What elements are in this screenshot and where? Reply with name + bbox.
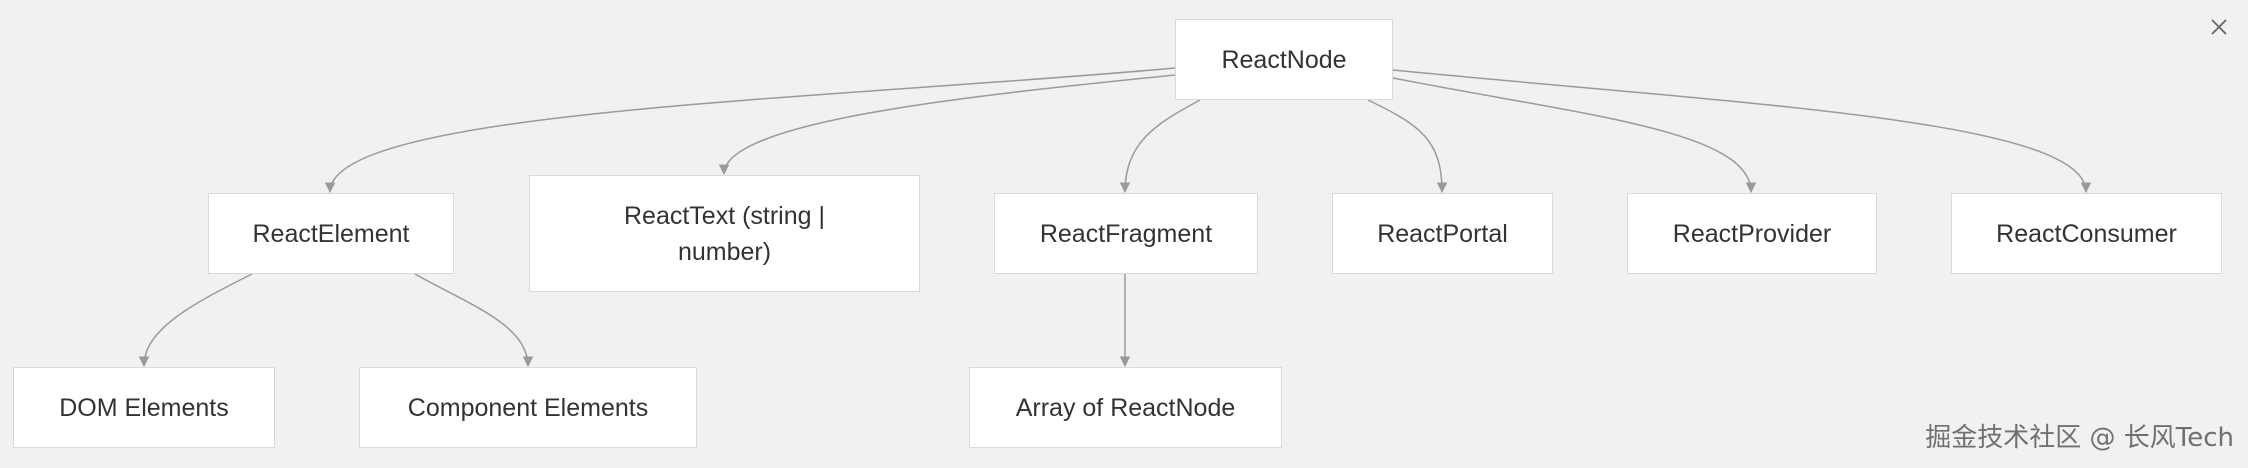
node-reactfragment-label: ReactFragment — [1039, 219, 1213, 248]
node-arrayofreactnode: Array of ReactNode — [969, 367, 1282, 448]
node-componentelements: Component Elements — [359, 367, 697, 448]
edge-reactnode-reactconsumer — [1392, 69, 2092, 194]
node-reactelement-label: ReactElement — [252, 219, 410, 248]
node-reactelement: ReactElement — [208, 193, 454, 274]
node-reacttext: ReactText (string | number) — [529, 175, 920, 292]
node-reactnode-label: ReactNode — [1221, 45, 1347, 74]
node-reacttext-label: ReactText (string | number) — [623, 201, 825, 266]
node-reactprovider: ReactProvider — [1627, 193, 1877, 274]
edge-reactelement-domelements — [138, 273, 253, 368]
edge-reactnode-reactportal — [1367, 99, 1448, 194]
edge-reactnode-reacttext — [718, 74, 1176, 176]
edge-reactnode-reactfragment — [1119, 99, 1201, 194]
node-arrayofreactnode-label: Array of ReactNode — [1015, 393, 1236, 422]
node-reactportal: ReactPortal — [1332, 193, 1553, 274]
node-reactprovider-label: ReactProvider — [1672, 219, 1832, 248]
node-reactportal-label: ReactPortal — [1377, 219, 1508, 248]
node-reactnode: ReactNode — [1175, 19, 1393, 100]
close-icon — [2211, 19, 2227, 35]
node-domelements-label: DOM Elements — [59, 393, 229, 422]
edge-reactnode-reactprovider — [1392, 77, 1757, 194]
edge-reactelement-componentelements — [414, 273, 534, 368]
node-reactconsumer: ReactConsumer — [1951, 193, 2222, 274]
node-reactconsumer-label: ReactConsumer — [1996, 219, 2177, 248]
edge-reactnode-reactelement — [324, 67, 1176, 194]
watermark: 掘金技术社区 @ 长风Tech — [1925, 423, 2234, 453]
node-reactfragment: ReactFragment — [994, 193, 1258, 274]
node-componentelements-label: Component Elements — [407, 393, 649, 422]
close-button[interactable] — [2204, 12, 2234, 42]
node-domelements: DOM Elements — [13, 367, 275, 448]
